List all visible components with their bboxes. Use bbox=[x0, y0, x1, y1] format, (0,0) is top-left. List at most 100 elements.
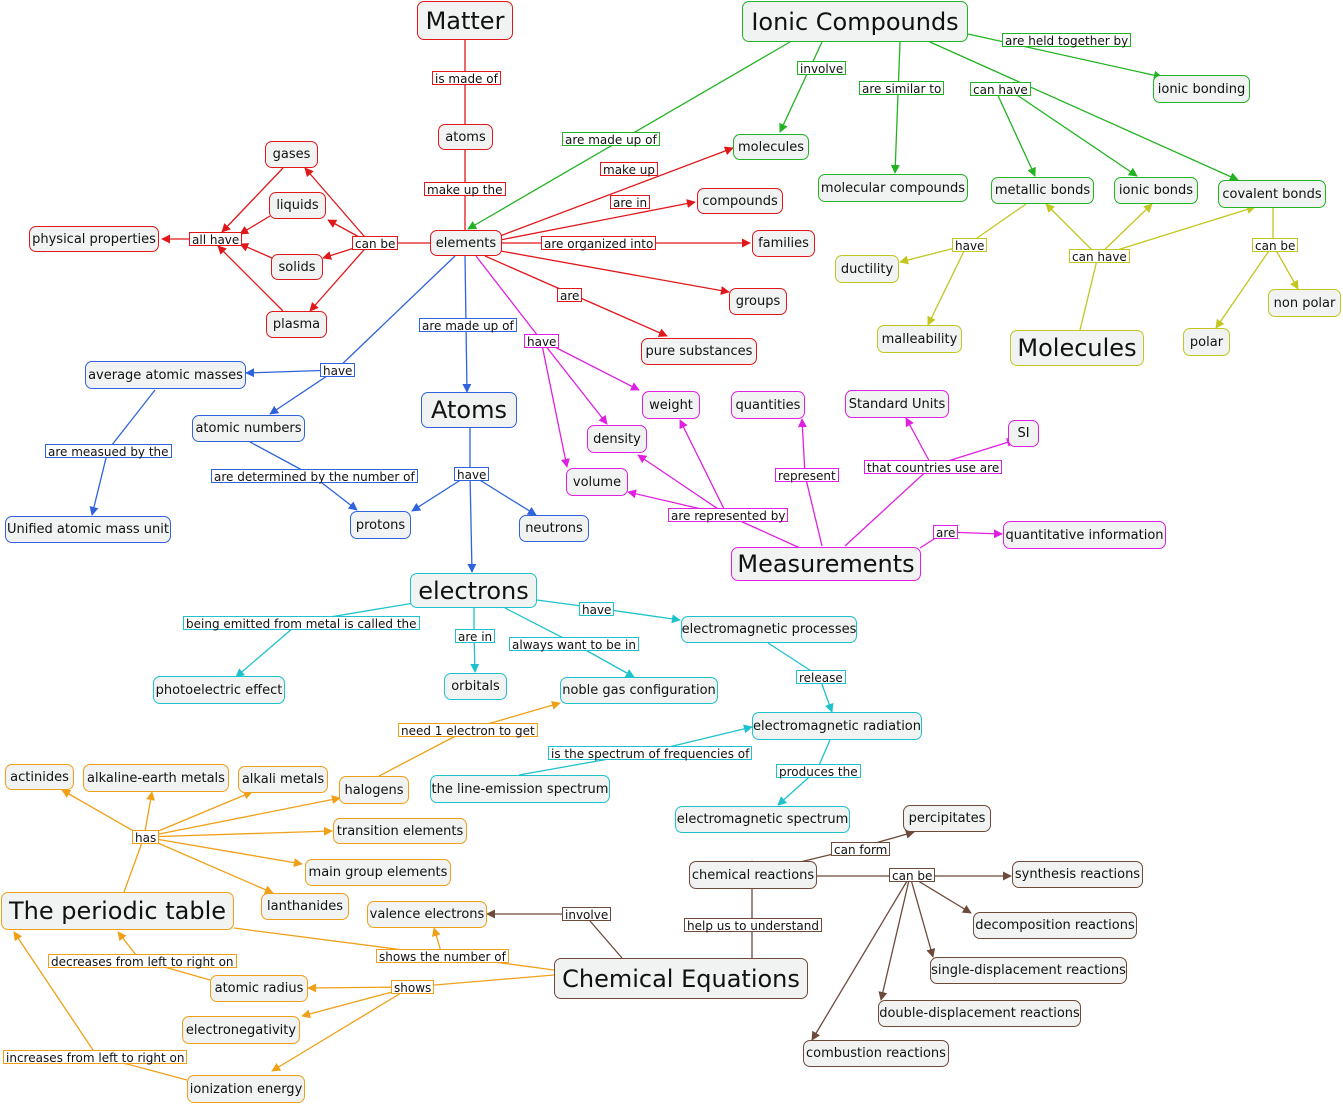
label-involve-green: involve bbox=[797, 61, 847, 76]
node-quantities[interactable]: quantities bbox=[731, 391, 805, 419]
node-ionic-compounds[interactable]: Ionic Compounds bbox=[742, 1, 968, 42]
node-electromagnetic-radiation[interactable]: electromagnetic radiation bbox=[752, 712, 922, 740]
label-are-magenta: are bbox=[933, 525, 959, 540]
label-are-held-together-by: are held together by bbox=[1002, 33, 1132, 48]
node-single-displacement-reactions[interactable]: single-displacement reactions bbox=[930, 957, 1127, 984]
node-average-atomic-masses[interactable]: average atomic masses bbox=[85, 361, 246, 389]
node-groups[interactable]: groups bbox=[729, 288, 787, 315]
node-matter[interactable]: Matter bbox=[417, 1, 513, 40]
label-represent: represent bbox=[775, 468, 839, 483]
label-are-organized-into: are organized into bbox=[541, 236, 657, 251]
node-periodic-table[interactable]: The periodic table bbox=[1, 892, 234, 930]
node-ionic-bonding[interactable]: ionic bonding bbox=[1153, 75, 1250, 103]
node-gases[interactable]: gases bbox=[265, 141, 318, 168]
node-line-emission-spectrum[interactable]: the line-emission spectrum bbox=[430, 775, 610, 803]
node-percipitates[interactable]: percipitates bbox=[903, 805, 991, 832]
node-atoms-big[interactable]: Atoms bbox=[421, 392, 517, 428]
label-produces-the: produces the bbox=[776, 764, 861, 779]
node-transition-elements[interactable]: transition elements bbox=[333, 818, 467, 844]
node-actinides[interactable]: actinides bbox=[5, 764, 74, 790]
node-unified-atomic-mass-unit[interactable]: Unified atomic mass unit bbox=[5, 516, 171, 543]
node-molecules-small[interactable]: molecules bbox=[733, 134, 809, 160]
node-ductility[interactable]: ductility bbox=[835, 255, 899, 283]
node-chemical-equations[interactable]: Chemical Equations bbox=[554, 958, 808, 999]
label-involve-brown: involve bbox=[562, 907, 612, 922]
node-standard-units[interactable]: Standard Units bbox=[845, 390, 949, 418]
label-can-be-olive: can be bbox=[1252, 238, 1299, 253]
node-orbitals[interactable]: orbitals bbox=[444, 673, 507, 700]
node-pure-substances[interactable]: pure substances bbox=[641, 338, 757, 365]
label-release: release bbox=[796, 670, 846, 685]
label-make-up-the: make up the bbox=[424, 182, 506, 197]
node-photoelectric-effect[interactable]: photoelectric effect bbox=[153, 676, 285, 704]
node-covalent-bonds[interactable]: covalent bonds bbox=[1218, 180, 1326, 208]
node-si[interactable]: SI bbox=[1008, 420, 1039, 447]
label-have-teal: have bbox=[579, 602, 615, 617]
node-density[interactable]: density bbox=[587, 425, 647, 453]
label-that-countries-use-are: that countries use are bbox=[864, 460, 1003, 475]
label-are-measued-by-the: are measued by the bbox=[45, 444, 172, 459]
node-molecular-compounds[interactable]: molecular compounds bbox=[818, 174, 968, 202]
label-have-atoms: have bbox=[454, 467, 490, 482]
label-are-in-teal: are in bbox=[455, 629, 496, 644]
node-halogens[interactable]: halogens bbox=[339, 776, 409, 804]
node-electromagnetic-processes[interactable]: electromagnetic processes bbox=[681, 616, 857, 643]
node-liquids[interactable]: liquids bbox=[269, 192, 326, 219]
node-synthesis-reactions[interactable]: synthesis reactions bbox=[1012, 861, 1143, 888]
node-chemical-reactions[interactable]: chemical reactions bbox=[689, 861, 817, 889]
node-ionic-bonds[interactable]: ionic bonds bbox=[1114, 177, 1198, 204]
label-shows-the-number-of: shows the number of bbox=[376, 949, 509, 964]
node-atomic-numbers[interactable]: atomic numbers bbox=[192, 415, 305, 442]
node-malleability[interactable]: malleability bbox=[877, 325, 962, 353]
node-families[interactable]: families bbox=[752, 230, 815, 257]
label-are-similar-to: are similar to bbox=[859, 81, 945, 96]
node-alkali-metals[interactable]: alkali metals bbox=[238, 766, 328, 793]
label-have-blue: have bbox=[320, 363, 356, 378]
node-electronegativity[interactable]: electronegativity bbox=[182, 1016, 300, 1044]
node-main-group-elements[interactable]: main group elements bbox=[305, 859, 451, 886]
node-non-polar[interactable]: non polar bbox=[1268, 289, 1341, 317]
node-neutrons[interactable]: neutrons bbox=[519, 515, 589, 542]
node-ionization-energy[interactable]: ionization energy bbox=[187, 1075, 305, 1103]
node-electromagnetic-spectrum[interactable]: electromagnetic spectrum bbox=[675, 806, 850, 833]
label-being-emitted: being emitted from metal is called the bbox=[183, 616, 420, 631]
label-can-have-green: can have bbox=[970, 82, 1031, 97]
label-are-made-up-of-blue: are made up of bbox=[419, 318, 517, 333]
label-shows: shows bbox=[391, 980, 435, 995]
label-are-determined-by: are determined by the number of bbox=[211, 469, 418, 484]
node-noble-gas-configuration[interactable]: noble gas configuration bbox=[560, 677, 718, 704]
node-weight[interactable]: weight bbox=[642, 391, 700, 419]
label-need-1-electron: need 1 electron to get bbox=[398, 723, 538, 738]
label-decreases: decreases from left to right on bbox=[48, 954, 237, 969]
node-solids[interactable]: solids bbox=[271, 254, 323, 280]
node-lanthanides[interactable]: lanthanides bbox=[261, 893, 349, 920]
label-make-up: make up bbox=[600, 162, 658, 177]
label-has: has bbox=[132, 830, 160, 845]
node-double-displacement-reactions[interactable]: double-displacement reactions bbox=[878, 1000, 1081, 1027]
node-valence-electrons[interactable]: valence electrons bbox=[367, 901, 487, 928]
node-atoms-small[interactable]: atoms bbox=[438, 124, 493, 150]
node-plasma[interactable]: plasma bbox=[266, 311, 327, 338]
node-volume[interactable]: volume bbox=[566, 468, 628, 496]
node-protons[interactable]: protons bbox=[350, 511, 411, 539]
label-can-be-red: can be bbox=[352, 236, 399, 251]
node-elements[interactable]: elements bbox=[430, 230, 502, 256]
node-alkaline-earth-metals[interactable]: alkaline-earth metals bbox=[83, 764, 229, 792]
node-compounds[interactable]: compounds bbox=[697, 188, 783, 214]
node-electrons[interactable]: electrons bbox=[410, 573, 537, 608]
label-increases: increases from left to right on bbox=[3, 1050, 188, 1065]
node-decomposition-reactions[interactable]: decomposition reactions bbox=[973, 912, 1137, 939]
node-polar[interactable]: polar bbox=[1183, 328, 1230, 356]
node-combustion-reactions[interactable]: combustion reactions bbox=[803, 1040, 949, 1067]
node-physical-properties[interactable]: physical properties bbox=[29, 226, 159, 252]
label-is-made-of: is made of bbox=[432, 71, 501, 86]
node-metallic-bonds[interactable]: metallic bonds bbox=[991, 177, 1094, 204]
label-are-in: are in bbox=[610, 195, 651, 210]
node-molecules-big[interactable]: Molecules bbox=[1010, 330, 1144, 366]
node-quantitative-information[interactable]: quantitative information bbox=[1003, 521, 1166, 549]
node-measurements[interactable]: Measurements bbox=[731, 547, 921, 581]
node-atomic-radius[interactable]: atomic radius bbox=[210, 975, 308, 1002]
label-all-have: all have bbox=[189, 232, 243, 247]
